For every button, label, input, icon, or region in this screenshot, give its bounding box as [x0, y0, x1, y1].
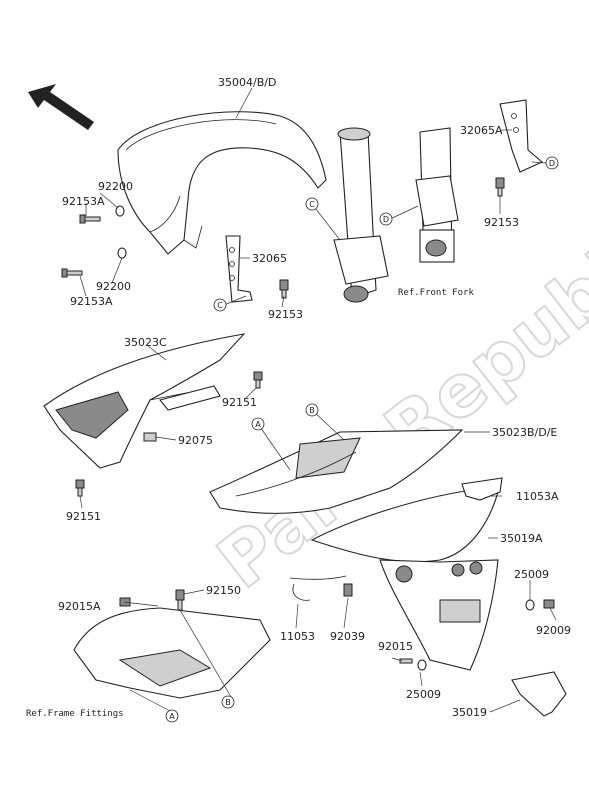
label-32065A: 32065A: [460, 124, 503, 137]
washer-92200-lower[interactable]: [117, 247, 127, 259]
label-92151-upper: 92151: [222, 396, 257, 409]
svg-text:D: D: [549, 159, 555, 168]
label-92200-upper: 92200: [98, 180, 133, 193]
seat-cowl-35023C[interactable]: [43, 333, 246, 469]
fork-tube-right: [415, 127, 459, 263]
washer-25009-upper[interactable]: [525, 599, 535, 611]
label-92153-fender: 92153: [268, 308, 303, 321]
washer-92200-upper[interactable]: [115, 205, 125, 217]
screw-92009[interactable]: [543, 599, 555, 609]
label-11053: 11053: [280, 630, 315, 643]
bolt-92153-fender[interactable]: [279, 279, 289, 299]
callout-circle-c-lower: C: [213, 298, 227, 312]
svg-text:B: B: [225, 698, 231, 707]
svg-text:C: C: [309, 200, 315, 209]
label-35023B: 35023B/D/E: [492, 426, 557, 439]
bolt-92153A-lower[interactable]: [61, 268, 83, 278]
grommet-92075[interactable]: [143, 432, 157, 442]
front-fender[interactable]: [117, 111, 327, 255]
front-direction-arrow-icon: [28, 84, 94, 130]
inner-fender-92015A[interactable]: [73, 607, 271, 699]
bolt-92150[interactable]: [175, 589, 185, 611]
callout-circle-b-upper: B: [305, 403, 319, 417]
under-cowl-35023B[interactable]: [209, 429, 464, 514]
ref-front-fork: Ref.Front Fork: [398, 288, 474, 298]
label-92153-fork: 92153: [484, 216, 519, 229]
label-11053A: 11053A: [516, 490, 559, 503]
label-25009-lower: 25009: [406, 688, 441, 701]
callout-circle-a-lower: A: [165, 709, 179, 723]
label-92015A: 92015A: [58, 600, 101, 613]
svg-text:B: B: [309, 406, 315, 415]
svg-text:C: C: [217, 301, 223, 310]
mud-flap-35019[interactable]: [511, 671, 567, 717]
label-35023C: 35023C: [124, 336, 167, 349]
wire-harness-11053[interactable]: [289, 575, 347, 601]
label-32065: 32065: [252, 252, 287, 265]
bolt-92151-upper[interactable]: [253, 371, 263, 389]
svg-text:A: A: [255, 420, 261, 429]
bolt-92151-lower[interactable]: [75, 479, 85, 497]
rear-fender-35019A[interactable]: [310, 487, 499, 671]
callout-circle-b-lower: B: [221, 695, 235, 709]
callout-circle-a-upper: A: [251, 417, 265, 431]
svg-text:D: D: [383, 215, 389, 224]
label-92200-lower: 92200: [96, 280, 131, 293]
bolt-92153-fork[interactable]: [495, 177, 505, 197]
svg-text:A: A: [169, 712, 175, 721]
label-35004: 35004/B/D: [218, 76, 276, 89]
label-92009: 92009: [536, 624, 571, 637]
label-35019: 35019: [452, 706, 487, 719]
clip-92039[interactable]: [343, 583, 353, 597]
label-35019A: 35019A: [500, 532, 543, 545]
callout-circle-c-upper: C: [305, 197, 319, 211]
screw-92015[interactable]: [399, 658, 413, 664]
label-92015: 92015: [378, 640, 413, 653]
label-92151-lower: 92151: [66, 510, 101, 523]
label-92150: 92150: [206, 584, 241, 597]
fork-tube-left: [333, 127, 389, 303]
label-25009-upper: 25009: [514, 568, 549, 581]
label-92153A-upper: 92153A: [62, 195, 105, 208]
label-92039: 92039: [330, 630, 365, 643]
leader-lines: [79, 87, 557, 713]
washer-25009-lower[interactable]: [417, 659, 427, 671]
label-92153A-lower: 92153A: [70, 295, 113, 308]
label-92075: 92075: [178, 434, 213, 447]
bolt-92153A-upper[interactable]: [79, 214, 101, 224]
callout-circle-d-right: D: [545, 156, 559, 170]
callout-circle-d-left: D: [379, 212, 393, 226]
fork-bracket-32065A[interactable]: [499, 99, 544, 173]
fender-bracket-32065[interactable]: [225, 235, 253, 303]
ref-frame-fittings: Ref.Frame Fittings: [26, 709, 124, 719]
